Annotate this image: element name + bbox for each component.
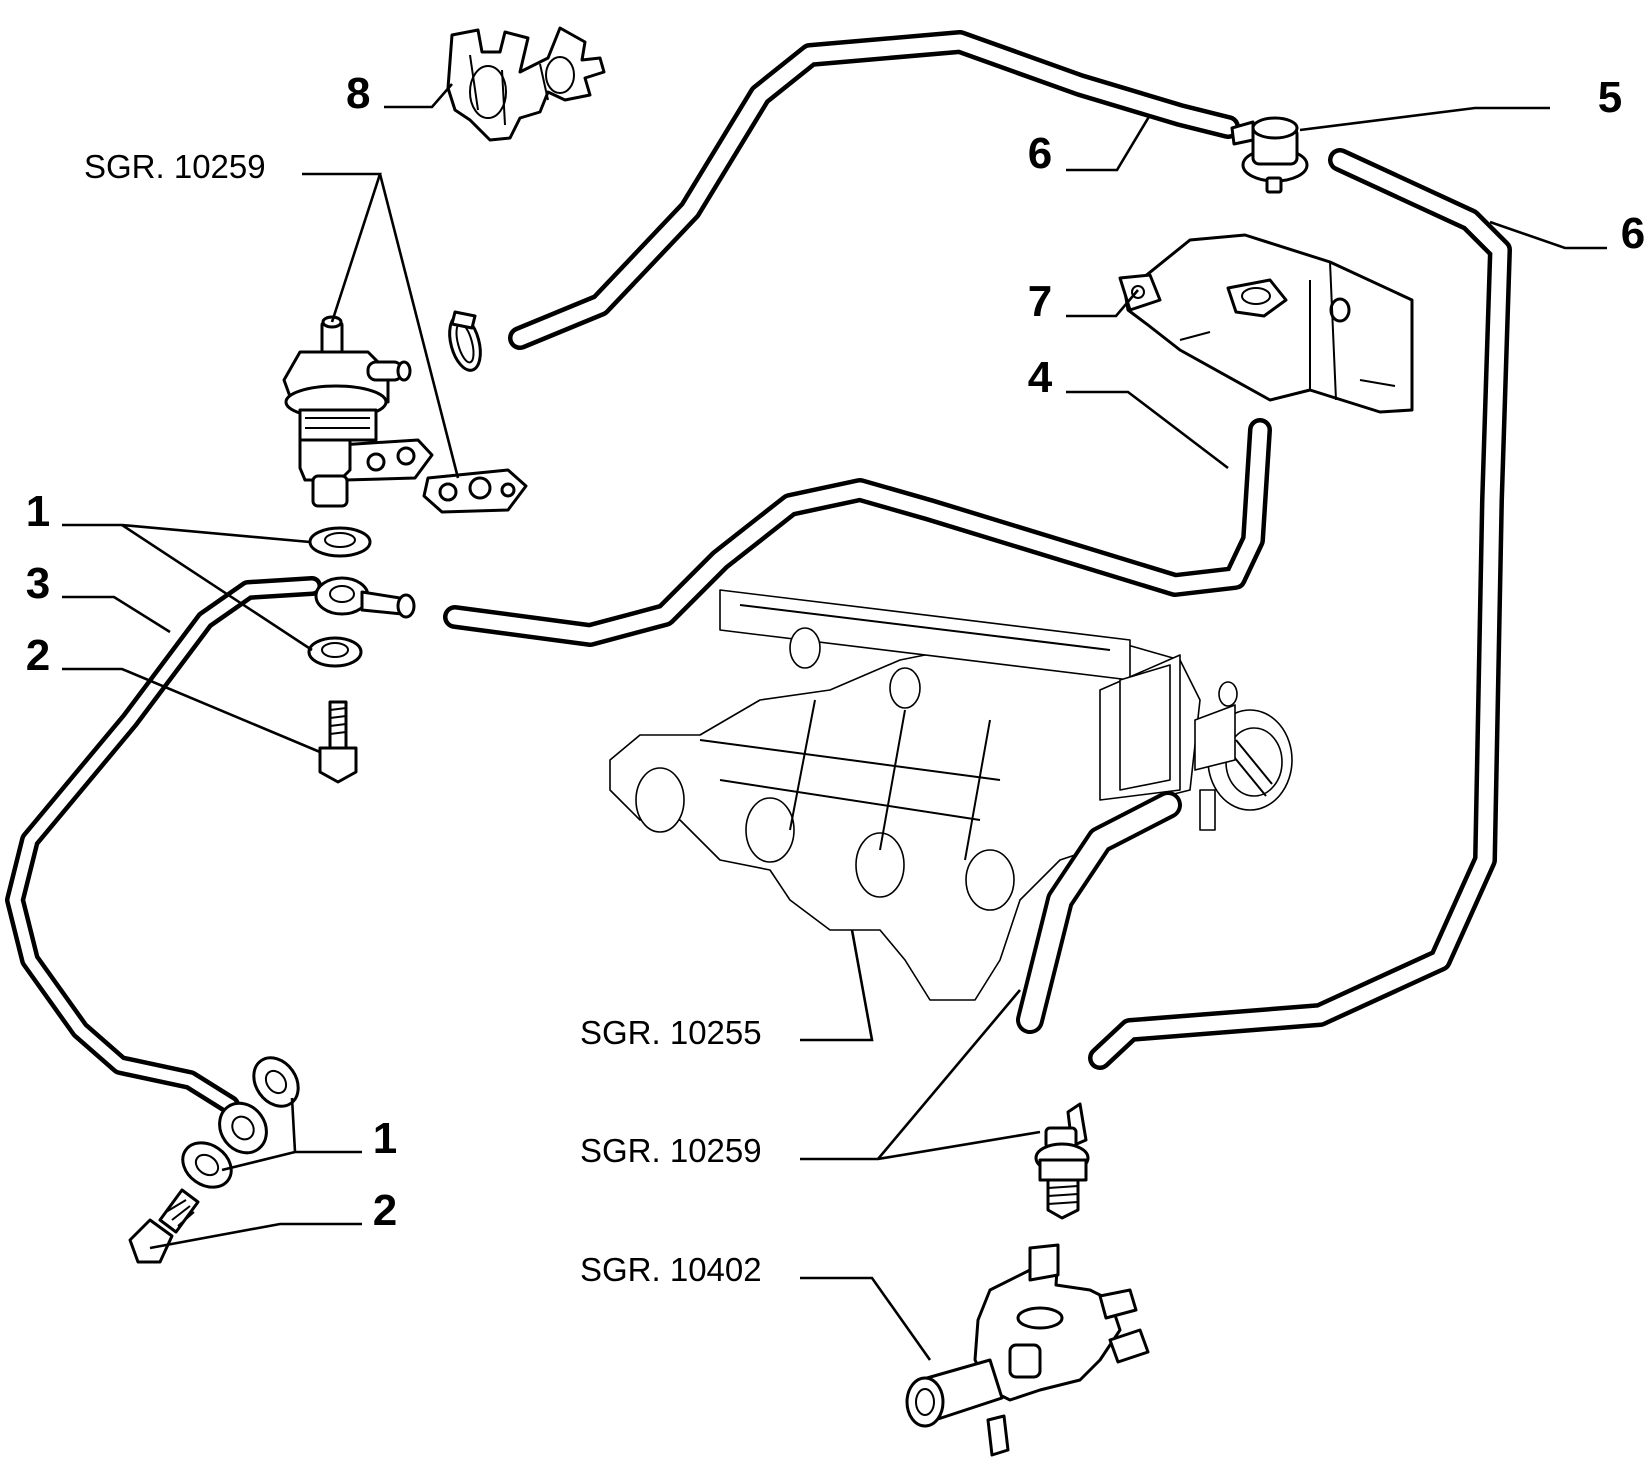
manifold-pipe (1016, 791, 1182, 1034)
banjo-bolt-bottom (128, 1188, 200, 1264)
callout-7: 7 (1028, 277, 1052, 326)
ref-sgr-sensor: SGR. 10259 (580, 1132, 762, 1169)
banjo-bolt-top (318, 700, 358, 784)
callout-6-top: 6 (1028, 129, 1052, 178)
callout-8: 8 (346, 69, 370, 118)
callout-1-top: 1 (26, 487, 50, 536)
check-valve-5 (1230, 116, 1309, 194)
hose-4 (443, 418, 1272, 647)
group-references: SGR. 10259 SGR. 10255 SGR. 10259 SGR. 10… (84, 148, 762, 1288)
callout-4: 4 (1028, 353, 1053, 402)
sealing-washer-top-1 (308, 526, 372, 558)
ref-sgr-manifold: SGR. 10255 (580, 1014, 762, 1051)
leader-lines (62, 83, 1607, 1361)
callout-3: 3 (26, 559, 50, 608)
hose-clamp-small (448, 310, 482, 372)
sealing-washer-top-2 (307, 636, 363, 668)
callout-2-bottom: 2 (373, 1186, 397, 1235)
hose-6-right (1088, 148, 1512, 1070)
control-valve (282, 315, 434, 508)
flange-gasket (422, 468, 528, 514)
double-clamp-8 (446, 26, 606, 142)
hose-6-top (508, 30, 1240, 350)
ref-sgr-housing: SGR. 10402 (580, 1251, 762, 1288)
temperature-sensor (1034, 1102, 1090, 1220)
hose-3 (5, 576, 322, 1115)
callout-2-top: 2 (26, 631, 50, 680)
ref-sgr-valve: SGR. 10259 (84, 148, 266, 185)
sealing-washer-bottom-2 (181, 1141, 233, 1189)
callout-labels: 8 5 6 6 7 4 1 3 2 1 2 (26, 69, 1645, 1235)
callout-5: 5 (1598, 73, 1622, 122)
sealing-washer-bottom-1 (252, 1056, 300, 1108)
banjo-fitting-bottom (218, 1101, 268, 1155)
intake-manifold (609, 589, 1293, 1001)
callout-6-right: 6 (1621, 209, 1645, 258)
mounting-bracket-7 (1118, 233, 1414, 414)
banjo-fitting-top (314, 576, 416, 619)
callout-1-bottom: 1 (373, 1114, 397, 1163)
thermostat-housing (905, 1243, 1150, 1457)
